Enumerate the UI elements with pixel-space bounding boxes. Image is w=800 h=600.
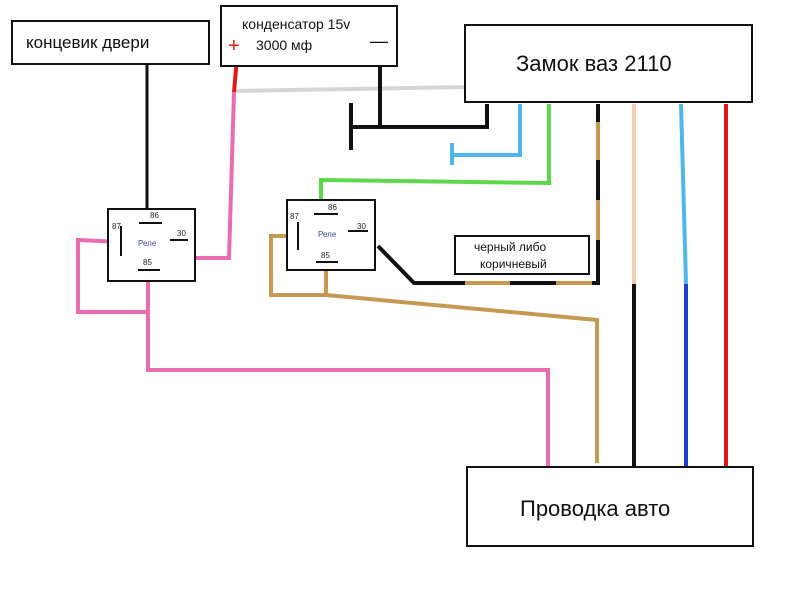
wire-color-note: черный либо коричневый	[454, 235, 590, 275]
relay-right-pin-30: 30	[357, 222, 366, 231]
relay-left-pin-85: 85	[143, 258, 152, 267]
wiring-box: Проводка авто	[466, 466, 754, 547]
wire-tan-87	[269, 234, 326, 297]
relay-left-pin-30: 30	[177, 229, 186, 238]
wire-pink-85-to-wiring	[146, 272, 550, 467]
door-switch-label: концевик двери	[26, 33, 149, 52]
capacitor-minus-sign: —	[370, 31, 388, 51]
capacitor-plus-sign: +	[228, 35, 240, 57]
capacitor-label-line1: конденсатор 15v	[242, 16, 350, 32]
capacitor-label-line2: 3000 мф	[256, 37, 312, 53]
wire-gray	[233, 85, 467, 93]
relay-right-pin-87: 87	[290, 212, 299, 221]
relay-left-pin-87: 87	[112, 222, 121, 231]
wire-tan-85-to-wiring	[324, 262, 599, 463]
note-line1: черный либо	[474, 240, 546, 254]
lock-label: Замок ваз 2110	[516, 51, 672, 76]
lock-box: Замок ваз 2110	[464, 24, 753, 103]
relay-right-pin-86: 86	[328, 203, 337, 212]
wire-black-ground-bar	[350, 104, 489, 129]
capacitor-box: конденсатор 15v 3000 мф + —	[220, 5, 398, 67]
wire-lightblue	[452, 104, 522, 157]
relay-left-pin-86: 86	[150, 211, 159, 220]
relay-right-pin-85: 85	[321, 251, 330, 260]
door-switch-box: концевик двери	[11, 20, 210, 65]
note-line2: коричневый	[480, 257, 547, 271]
wire-lightblue-long	[679, 103, 688, 285]
relay-left-name: Реле	[138, 239, 157, 248]
wire-green	[319, 104, 551, 212]
wire-pink-87	[76, 237, 150, 314]
relay-left: 87 86 30 85 Реле	[107, 208, 196, 282]
relay-right: 87 86 30 85 Реле	[286, 199, 376, 271]
wiring-label: Проводка авто	[520, 496, 670, 521]
relay-right-name: Реле	[318, 230, 337, 239]
